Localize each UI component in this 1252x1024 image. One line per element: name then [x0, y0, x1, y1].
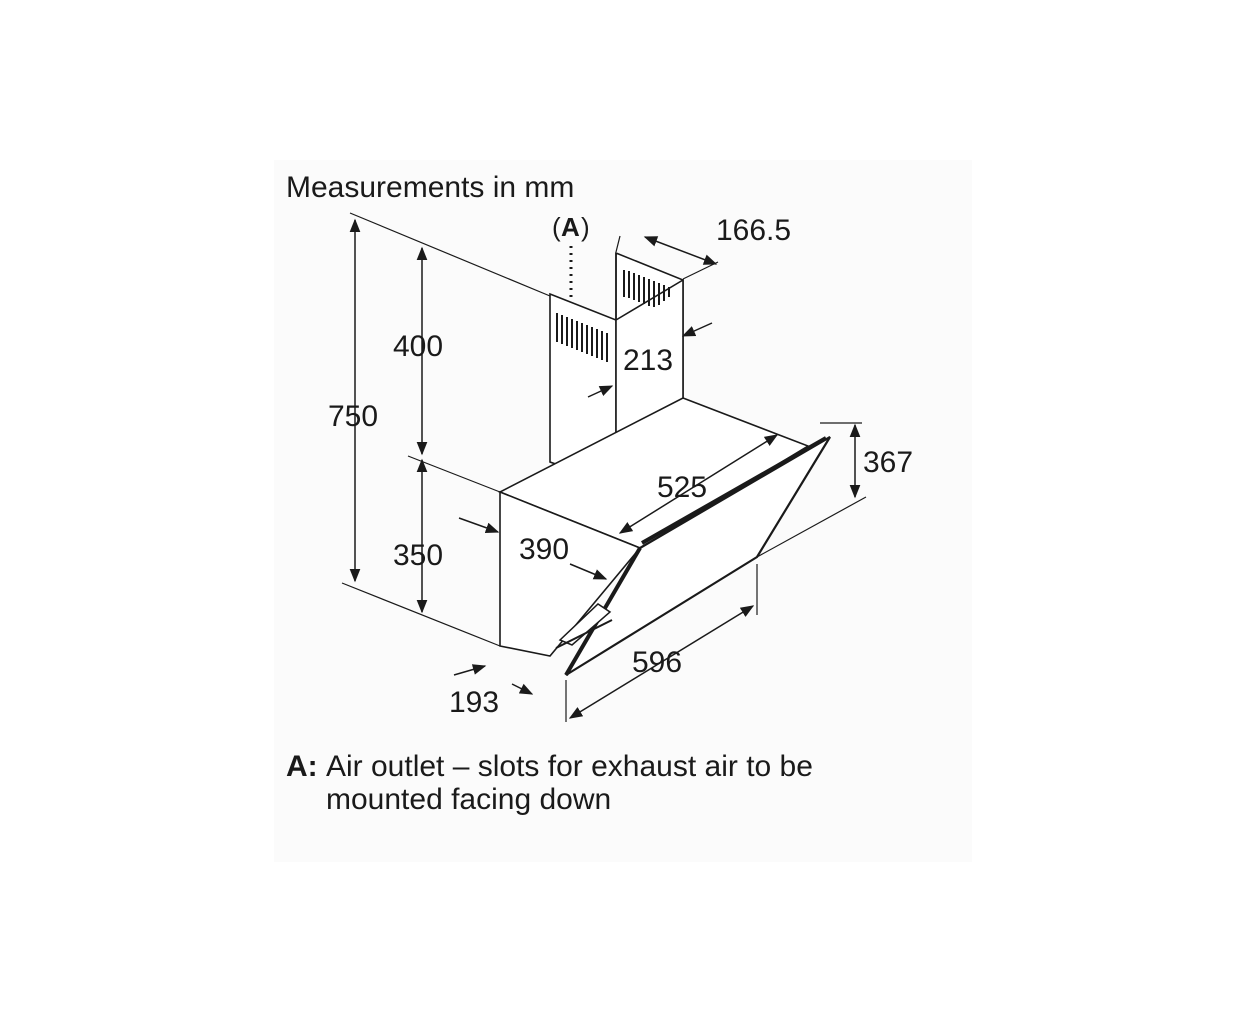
- dim-line-193-left: [453, 664, 487, 676]
- outlet-marker-letter: A: [561, 212, 580, 242]
- dim-label-350: 350: [393, 539, 443, 572]
- dim-line-525: [618, 434, 779, 534]
- dim-label-213: 213: [623, 344, 673, 377]
- dim-line-596: [568, 605, 755, 719]
- dim-label-166-5: 166.5: [716, 214, 791, 247]
- legend-text-line-1: Air outlet – slots for exhaust air to be: [326, 750, 813, 783]
- dim-label-525: 525: [657, 471, 707, 504]
- legend-key: A:: [286, 750, 318, 783]
- dim-label-367: 367: [863, 446, 913, 479]
- diagram-title: Measurements in mm: [286, 171, 574, 204]
- svg-text:): ): [581, 212, 590, 242]
- chimney-vent-slots-back: [623, 270, 670, 307]
- dim-line-213-lower: [587, 385, 614, 398]
- dim-line-390-right: [569, 563, 608, 580]
- dim-label-750: 750: [328, 400, 378, 433]
- dim-line-166-5: [643, 236, 718, 265]
- dim-line-213-upper: [681, 322, 713, 337]
- dim-label-193: 193: [449, 686, 499, 719]
- dim-line-390-left: [458, 517, 500, 533]
- dim-label-390: 390: [519, 533, 569, 566]
- svg-text:(: (: [552, 212, 561, 242]
- dim-label-596: 596: [632, 646, 682, 679]
- dim-line-193-right: [511, 683, 534, 695]
- legend: A: Air outlet – slots for exhaust air to…: [286, 750, 926, 816]
- legend-text-line-2: mounted facing down: [326, 783, 612, 816]
- dim-label-400: 400: [393, 330, 443, 363]
- dimension-lines: [349, 218, 861, 719]
- chimney-vent-slots-front: [556, 313, 608, 362]
